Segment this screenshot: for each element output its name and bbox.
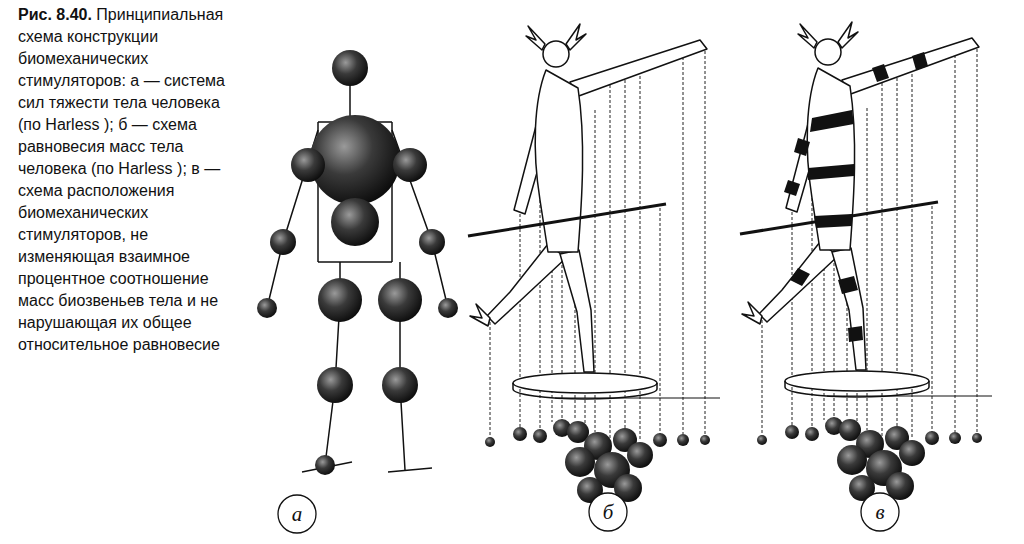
figure-caption: Рис. 8.40. Принципиальная схема конструк…	[18, 4, 232, 356]
panel-letter: б	[588, 500, 628, 525]
caption-text: Принципиальная схема конструкции биомеха…	[18, 6, 225, 353]
panel-letter-circle: а	[277, 494, 317, 534]
panel-letter-circle: в	[860, 492, 900, 532]
panel-letter-circle: б	[588, 492, 628, 532]
panel-letter: в	[860, 500, 900, 525]
panel-letter: а	[277, 502, 317, 527]
figure-number: Рис. 8.40.	[18, 6, 92, 23]
